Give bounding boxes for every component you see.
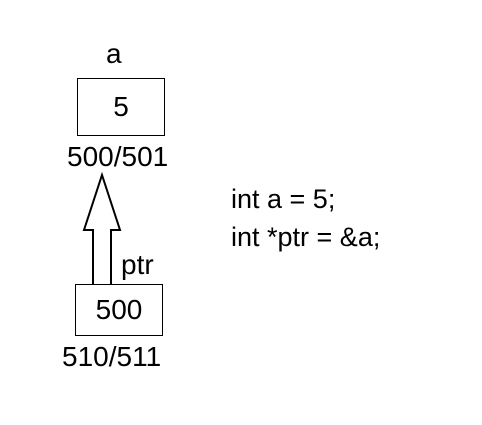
code-line-1: int a = 5; bbox=[231, 184, 336, 214]
pointer-ptr-address: 510/511 bbox=[62, 341, 162, 372]
pointer-ptr-box: 500 bbox=[75, 284, 163, 336]
variable-a-name: a bbox=[106, 38, 122, 69]
code-line-2: int *ptr = &a; bbox=[231, 222, 381, 252]
pointer-ptr-value: 500 bbox=[95, 294, 143, 325]
pointer-arrow-shape bbox=[82, 171, 122, 288]
variable-a-address: 500/501 bbox=[67, 141, 169, 172]
variable-a-box: 5 bbox=[77, 78, 165, 136]
pointer-ptr-name: ptr bbox=[121, 249, 154, 280]
variable-a-value: 5 bbox=[113, 91, 129, 122]
